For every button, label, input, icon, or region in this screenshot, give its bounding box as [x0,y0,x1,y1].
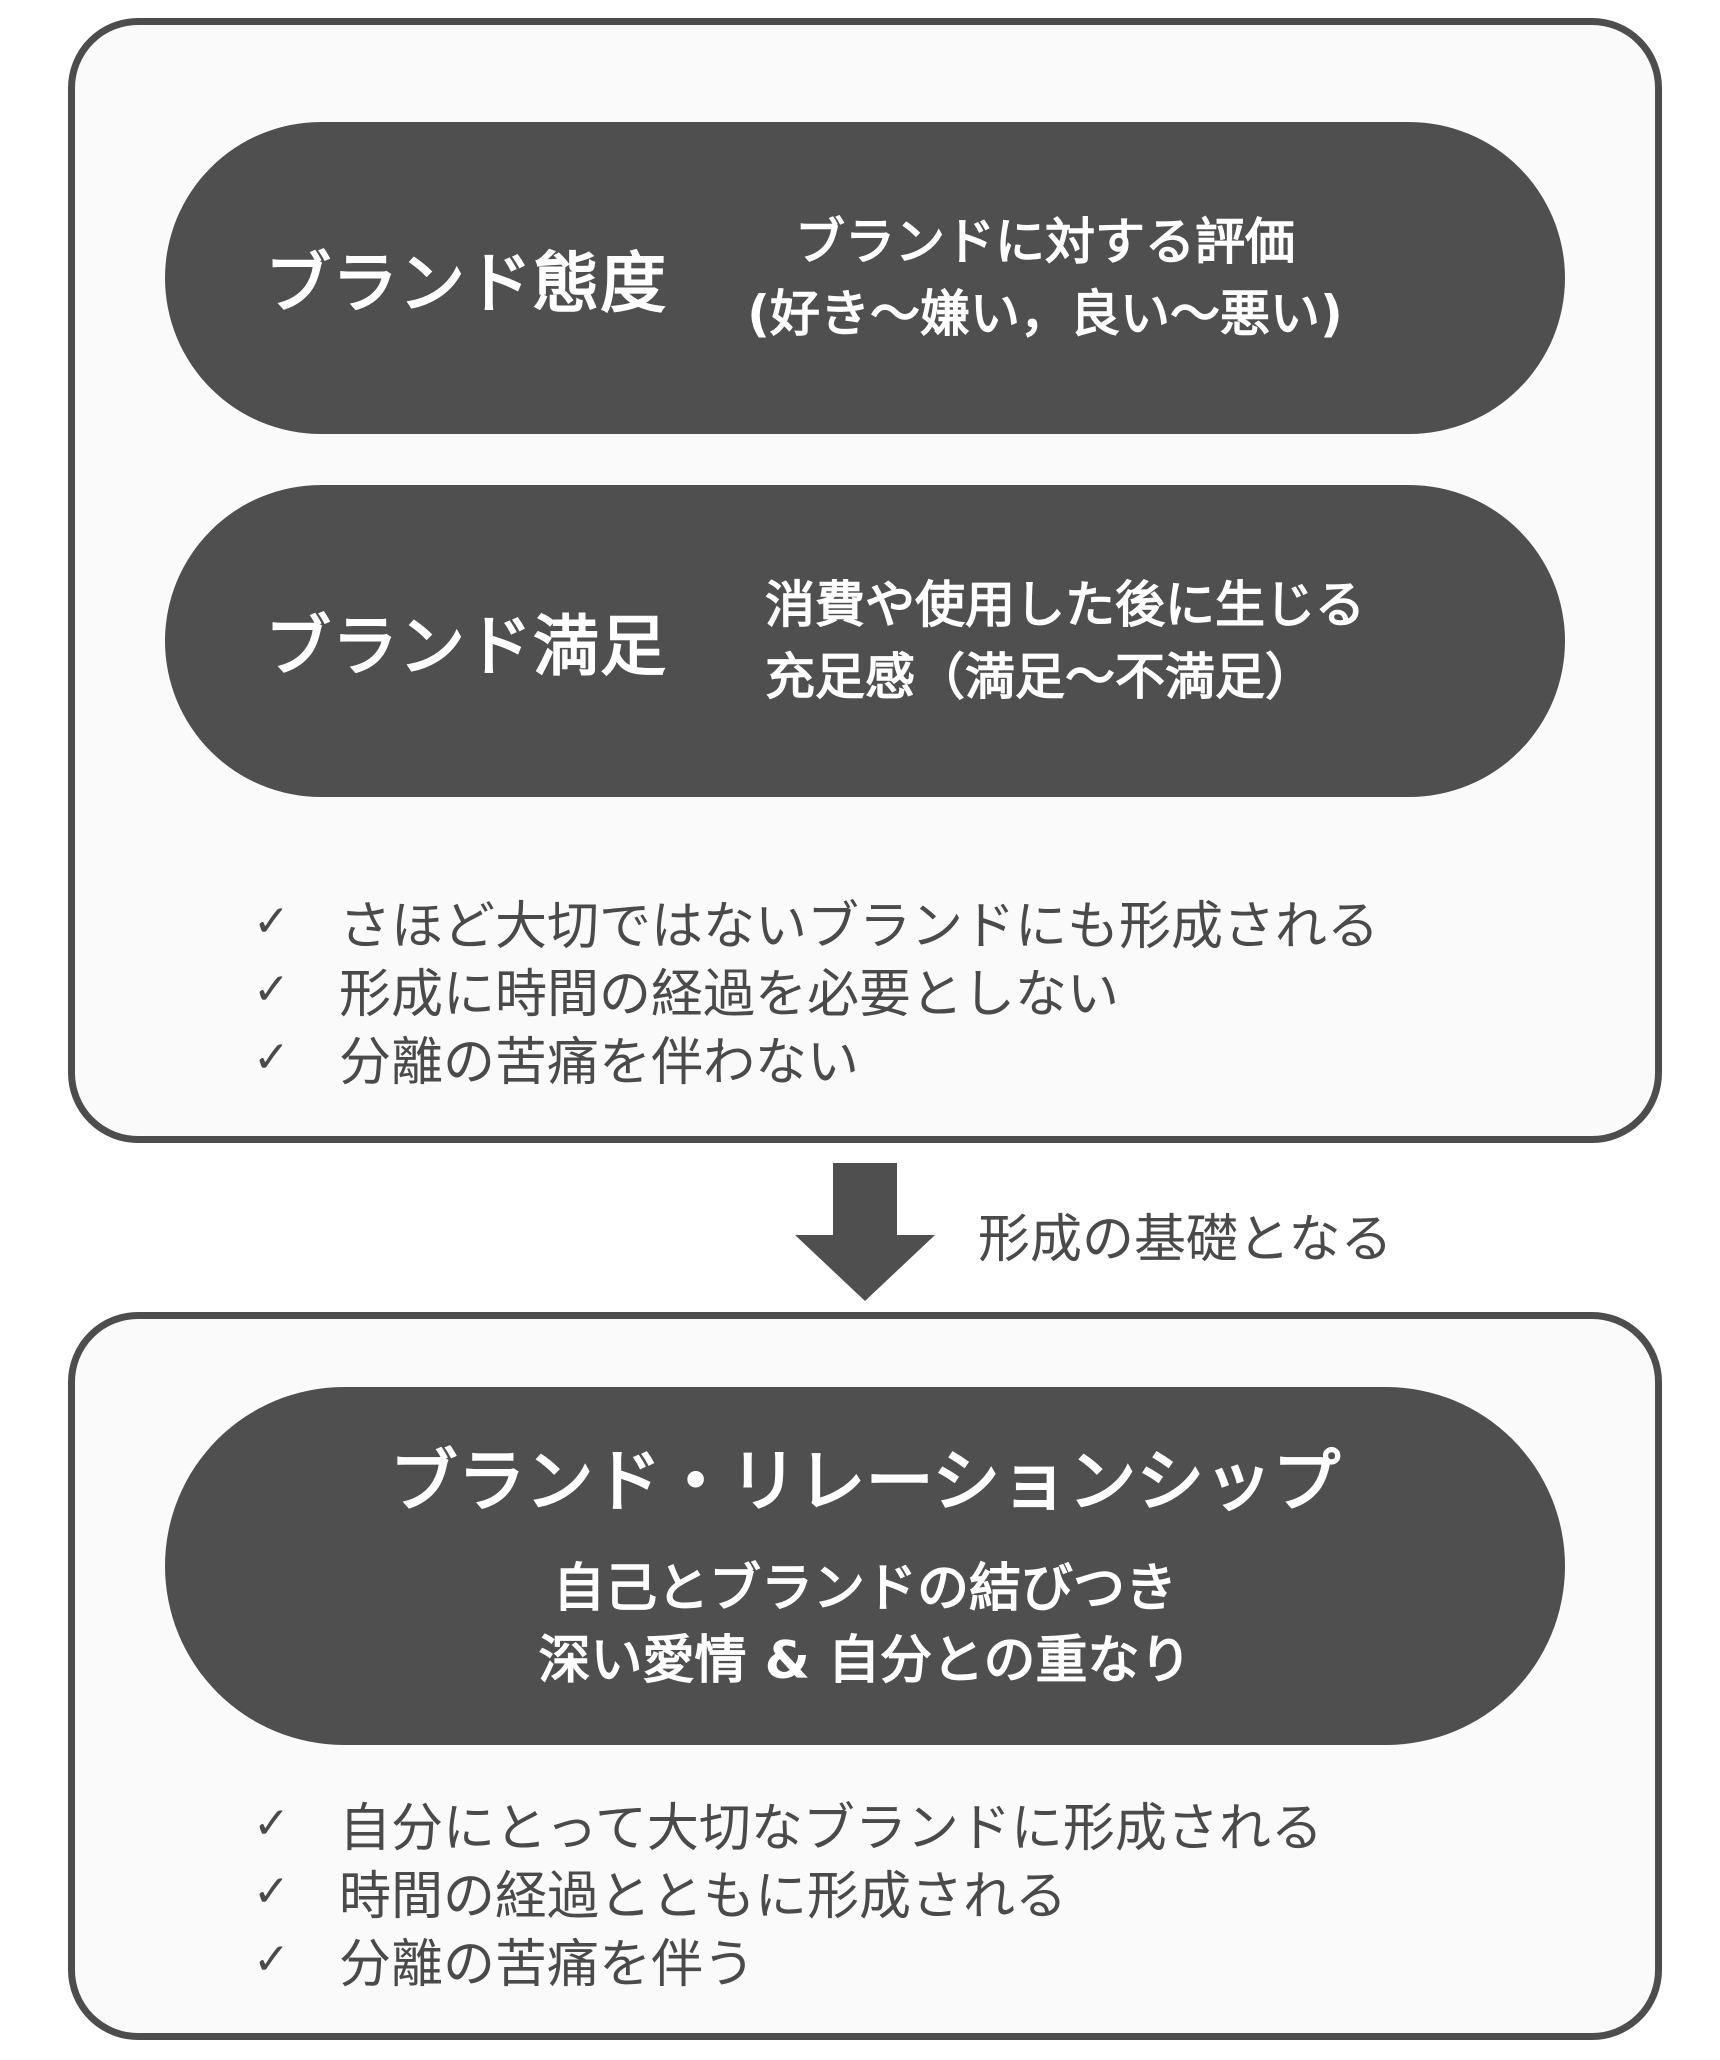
bullet-text: 分離の苦痛を伴わない [339,1032,860,1093]
brand-relationship-desc-line-1: 自己とブランドの結びつき [552,1559,1177,1619]
top-bullet-list: ✓ さほど大切ではないブランドにも形成される ✓ 形成に時間の経過を必要としない… [253,887,1379,1093]
bullet-text: さほど大切ではないブランドにも形成される [339,896,1380,957]
brand-attitude-desc-line-1: ブランドに対する評価 [795,213,1295,271]
brand-satisfaction-pill: ブランド満足 消費や使用した後に生じる 充足感（満足～不満足） [165,485,1565,797]
brand-attitude-desc-line-2: (好き～嫌い，良い～悪い) [747,285,1343,343]
bottom-panel: ブランド・リレーションシップ 自己とブランドの結びつき 深い愛情 & 自分との重… [68,1312,1662,2040]
check-icon: ✓ [253,1797,290,1849]
brand-satisfaction-desc-line-2: 充足感（満足～不満足） [765,648,1315,706]
brand-satisfaction-desc-line-1: 消費や使用した後に生じる [765,576,1365,634]
bullet-text: 形成に時間の経過を必要としない [339,964,1120,1025]
list-item: ✓ さほど大切ではないブランドにも形成される [253,887,1379,957]
brand-relationship-title: ブランド・リレーションシップ [389,1443,1341,1522]
brand-satisfaction-description: 消費や使用した後に生じる 充足感（満足～不満足） [765,485,1365,797]
list-item: ✓ 分離の苦痛を伴う [253,1925,1323,1995]
list-item: ✓ 形成に時間の経過を必要としない [253,955,1379,1025]
bullet-text: 分離の苦痛を伴う [339,1934,756,1995]
list-item: ✓ 時間の経過とともに形成される [253,1857,1323,1927]
brand-relationship-pill: ブランド・リレーションシップ 自己とブランドの結びつき 深い愛情 & 自分との重… [165,1387,1565,1745]
brand-attitude-description: ブランドに対する評価 (好き～嫌い，良い～悪い) [725,122,1365,434]
bullet-text: 時間の経過とともに形成される [339,1866,1068,1927]
brand-attitude-pill: ブランド態度 ブランドに対する評価 (好き～嫌い，良い～悪い) [165,122,1565,434]
top-panel: ブランド態度 ブランドに対する評価 (好き～嫌い，良い～悪い) ブランド満足 消… [68,18,1662,1143]
check-icon: ✓ [253,1933,290,1985]
down-arrow-icon [795,1163,935,1301]
brand-attitude-title: ブランド態度 [265,245,667,322]
check-icon: ✓ [253,895,290,947]
list-item: ✓ 分離の苦痛を伴わない [253,1023,1379,1093]
bullet-text: 自分にとって大切なブランドに形成される [339,1798,1323,1859]
brand-relationship-desc-line-2: 深い愛情 & 自分との重なり [538,1631,1192,1691]
connector-label: 形成の基礎となる [978,1210,1393,1270]
check-icon: ✓ [253,1031,290,1083]
brand-satisfaction-title: ブランド満足 [265,608,667,685]
list-item: ✓ 自分にとって大切なブランドに形成される [253,1789,1323,1859]
check-icon: ✓ [253,963,290,1015]
check-icon: ✓ [253,1865,290,1917]
bottom-bullet-list: ✓ 自分にとって大切なブランドに形成される ✓ 時間の経過とともに形成される ✓… [253,1789,1323,1995]
